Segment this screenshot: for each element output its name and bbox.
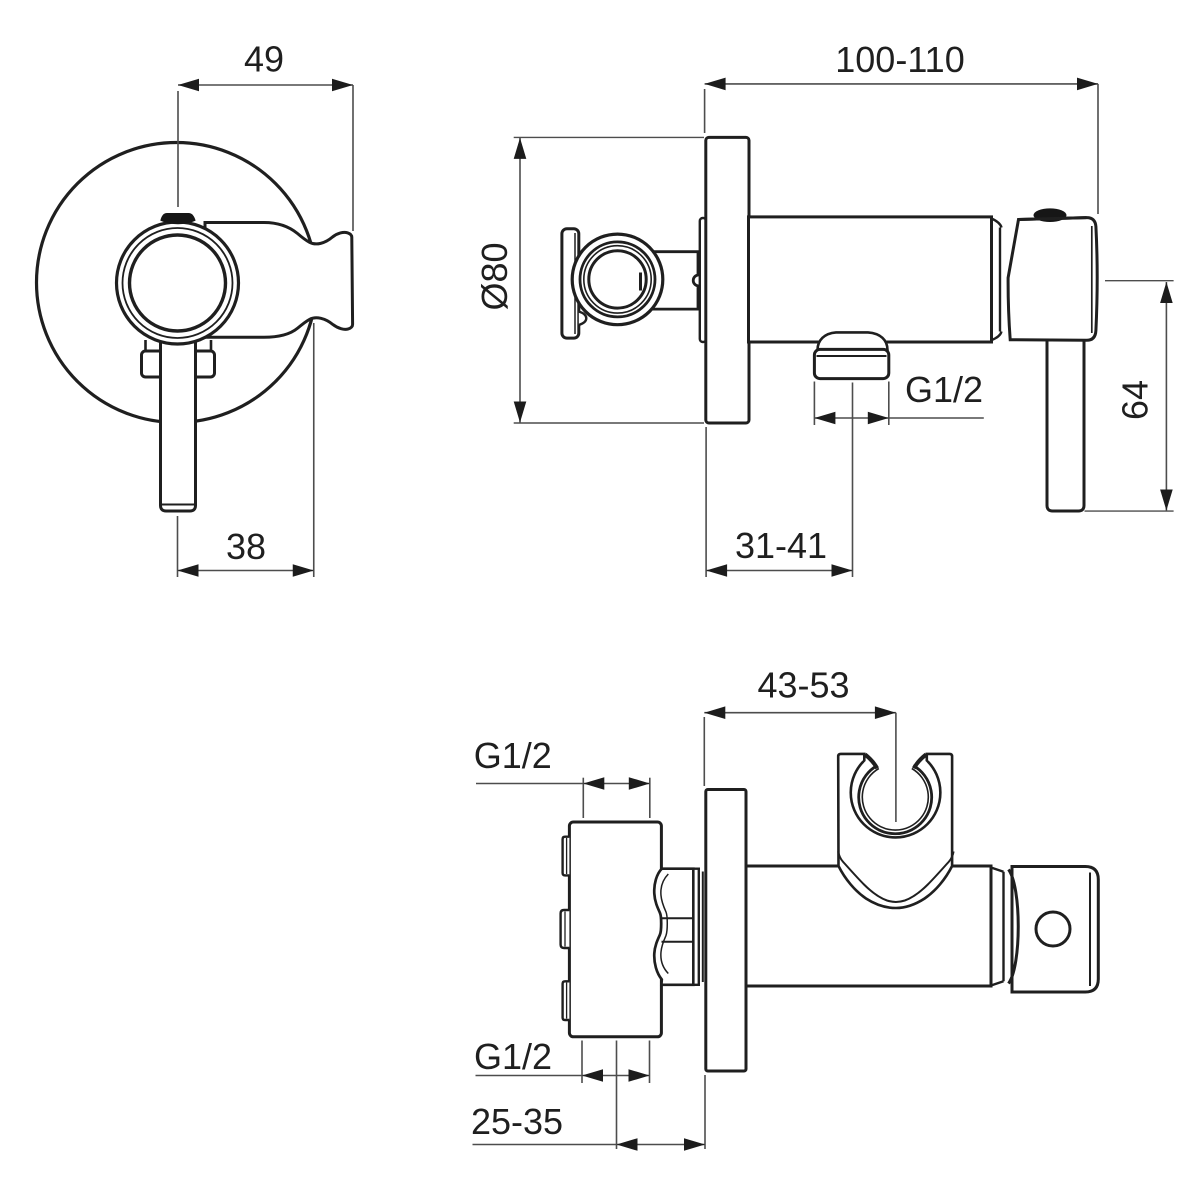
- svg-text:G1/2: G1/2: [474, 735, 552, 776]
- svg-text:43-53: 43-53: [757, 665, 849, 706]
- svg-text:25-35: 25-35: [471, 1101, 563, 1142]
- svg-text:G1/2: G1/2: [474, 1036, 552, 1077]
- svg-text:Ø80: Ø80: [474, 242, 515, 310]
- svg-text:64: 64: [1115, 380, 1156, 420]
- svg-text:38: 38: [226, 526, 266, 567]
- svg-text:31-41: 31-41: [735, 525, 827, 566]
- svg-text:G1/2: G1/2: [905, 369, 983, 410]
- svg-text:100-110: 100-110: [835, 39, 964, 80]
- svg-text:49: 49: [244, 39, 284, 80]
